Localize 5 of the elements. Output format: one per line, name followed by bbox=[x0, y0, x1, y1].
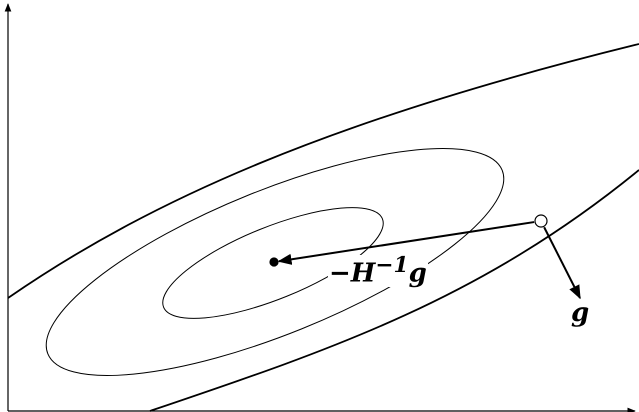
edge-label: −H$^{−1}$g bbox=[328, 255, 428, 287]
minimum-point bbox=[269, 257, 279, 267]
current-point bbox=[534, 214, 548, 228]
arrow bbox=[278, 221, 534, 265]
arrow bbox=[543, 226, 581, 300]
